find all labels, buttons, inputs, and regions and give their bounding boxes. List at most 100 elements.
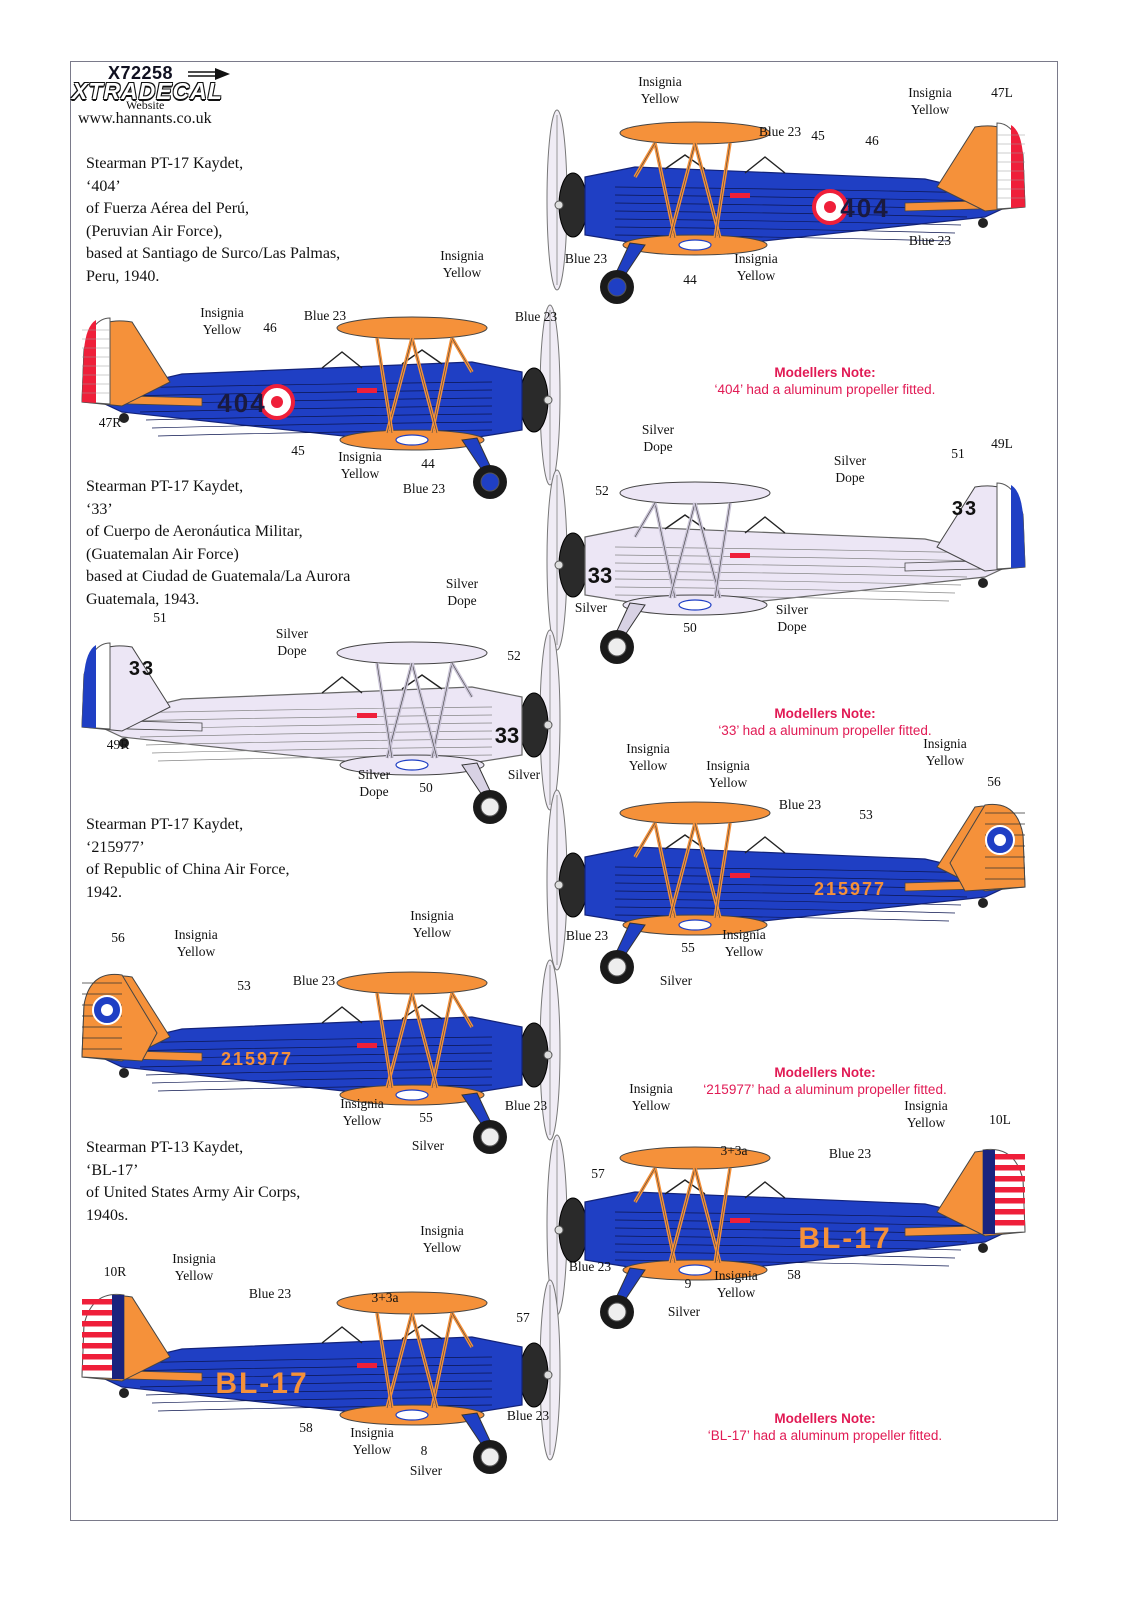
rudder-red-stripe (1011, 125, 1025, 208)
wheel-hub (607, 637, 627, 657)
callout-label: 57 (591, 1166, 605, 1181)
modellers-note-215977: Modellers Note: ‘215977’ had a aluminum … (650, 1064, 1000, 1098)
callout-label: Silver (409, 1463, 443, 1478)
callout-label: Blue 23 (402, 481, 446, 496)
callout-label: Blue 23 (303, 308, 347, 323)
tail-wheel (978, 898, 988, 908)
serial-number: 215977 (814, 879, 886, 899)
callout-label: 52 (507, 648, 521, 663)
callout-label: Insignia Yellow (734, 251, 778, 283)
callout-label: Blue 23 (568, 1259, 612, 1274)
callout-label: Silver Dope (275, 626, 309, 658)
windscreen-rear (744, 156, 786, 174)
serial-number: 404 (840, 193, 889, 223)
red-fuel-stripe (357, 713, 377, 718)
callout-label: 52 (595, 483, 609, 498)
note-title: Modellers Note: (774, 1065, 876, 1080)
serial-number: 215977 (221, 1049, 293, 1069)
tail-wheel (119, 1388, 129, 1398)
callout-label: 44 (421, 456, 435, 471)
callout-label: Silver Dope (641, 422, 675, 454)
tail-wheel (119, 738, 129, 748)
china-star-icon (92, 995, 122, 1025)
callout-label: 44 (683, 272, 697, 287)
underwing-insignia-icon (678, 239, 712, 251)
serial-number: 404 (217, 388, 266, 418)
website-label: Website (126, 98, 165, 112)
aircraft-description-china: Stearman PT-17 Kaydet, ‘215977’ of Repub… (86, 816, 290, 901)
callout-label: Insignia Yellow (629, 1081, 673, 1113)
roundel-icon (812, 189, 848, 225)
roundel-icon (259, 384, 295, 420)
red-fuel-stripe (730, 193, 750, 198)
modellers-note-33: Modellers Note: ‘33’ had a aluminum prop… (660, 705, 990, 739)
red-fuel-stripe (730, 873, 750, 878)
callout-label: 50 (419, 780, 433, 795)
underwing-insignia-icon (678, 599, 712, 611)
windscreen-front (664, 514, 706, 530)
callout-label: Insignia Yellow (638, 74, 682, 106)
red-fuel-stripe (357, 388, 377, 393)
callout-label: 56 (111, 930, 125, 945)
callout-label: Blue 23 (828, 1146, 872, 1161)
aircraft-description-usaac: Stearman PT-13 Kaydet, ‘BL-17’ of United… (86, 1139, 301, 1224)
windscreen-front (401, 349, 443, 365)
callout-label: 58 (787, 1267, 801, 1282)
callout-label: 57 (516, 1310, 530, 1325)
windscreen-rear (744, 836, 786, 854)
cowl-serial-number: 33 (588, 563, 612, 588)
underwing-insignia-icon (395, 434, 429, 446)
underwing-insignia-icon (678, 1264, 712, 1276)
callout-label: Silver (411, 1138, 445, 1153)
callout-label: Insignia Yellow (410, 908, 454, 940)
callout-label: Blue 23 (778, 797, 822, 812)
serial-number: 33 (129, 658, 155, 680)
callout-label: Insignia Yellow (338, 449, 382, 481)
callout-label: Insignia Yellow (908, 85, 952, 117)
callout-label: Insignia Yellow (340, 1096, 384, 1128)
callout-label: Blue 23 (504, 1098, 548, 1113)
upper-wing (619, 801, 771, 825)
windscreen-rear (744, 1181, 786, 1199)
tail-wheel (119, 413, 129, 423)
callout-label: Blue 23 (565, 928, 609, 943)
modellers-note-404: Modellers Note: ‘404’ had a aluminum pro… (660, 364, 990, 398)
callout-label: 46 (865, 133, 879, 148)
website-link[interactable]: www.hannants.co.uk (78, 110, 212, 127)
rudder-red-stripe (82, 320, 96, 403)
callout-label: 50 (683, 620, 697, 635)
callout-label: 3+3a (371, 1290, 399, 1305)
windscreen-rear (321, 1006, 363, 1024)
cowl-serial-number: 33 (495, 723, 519, 748)
callout-label: 46 (263, 320, 277, 335)
windscreen-rear (321, 676, 363, 694)
red-fuel-stripe (730, 1218, 750, 1223)
callout-label: 56 (987, 774, 1001, 789)
callout-label: Insignia Yellow (200, 305, 244, 337)
red-fuel-stripe (730, 553, 750, 558)
windscreen-front (664, 1179, 706, 1195)
callout-label: 47R (98, 415, 122, 430)
callout-label: Blue 23 (564, 251, 608, 266)
aircraft-description-peru: Stearman PT-17 Kaydet, ‘404’ of Fuerza A… (86, 155, 341, 285)
callout-label: 58 (299, 1420, 313, 1435)
wheel-hub (480, 1447, 500, 1467)
underwing-insignia-icon (395, 759, 429, 771)
upper-wing (336, 971, 488, 995)
callout-label: 47L (991, 85, 1013, 100)
callout-label: Silver (507, 767, 541, 782)
aircraft-profile-guat-right (546, 469, 1026, 664)
windscreen-front (401, 674, 443, 690)
callout-label: 9 (684, 1276, 692, 1291)
upper-wing (336, 641, 488, 665)
rudder-blue-stripe (82, 645, 96, 728)
callout-label: Insignia Yellow (706, 758, 750, 790)
wheel-hub (607, 277, 627, 297)
tail-wheel (978, 218, 988, 228)
windscreen-front (664, 834, 706, 850)
aircraft-description-guatemala: Stearman PT-17 Kaydet, ‘33’ of Cuerpo de… (86, 478, 351, 608)
china-star-icon (985, 825, 1015, 855)
windscreen-rear (744, 516, 786, 534)
windscreen-front (401, 1324, 443, 1340)
